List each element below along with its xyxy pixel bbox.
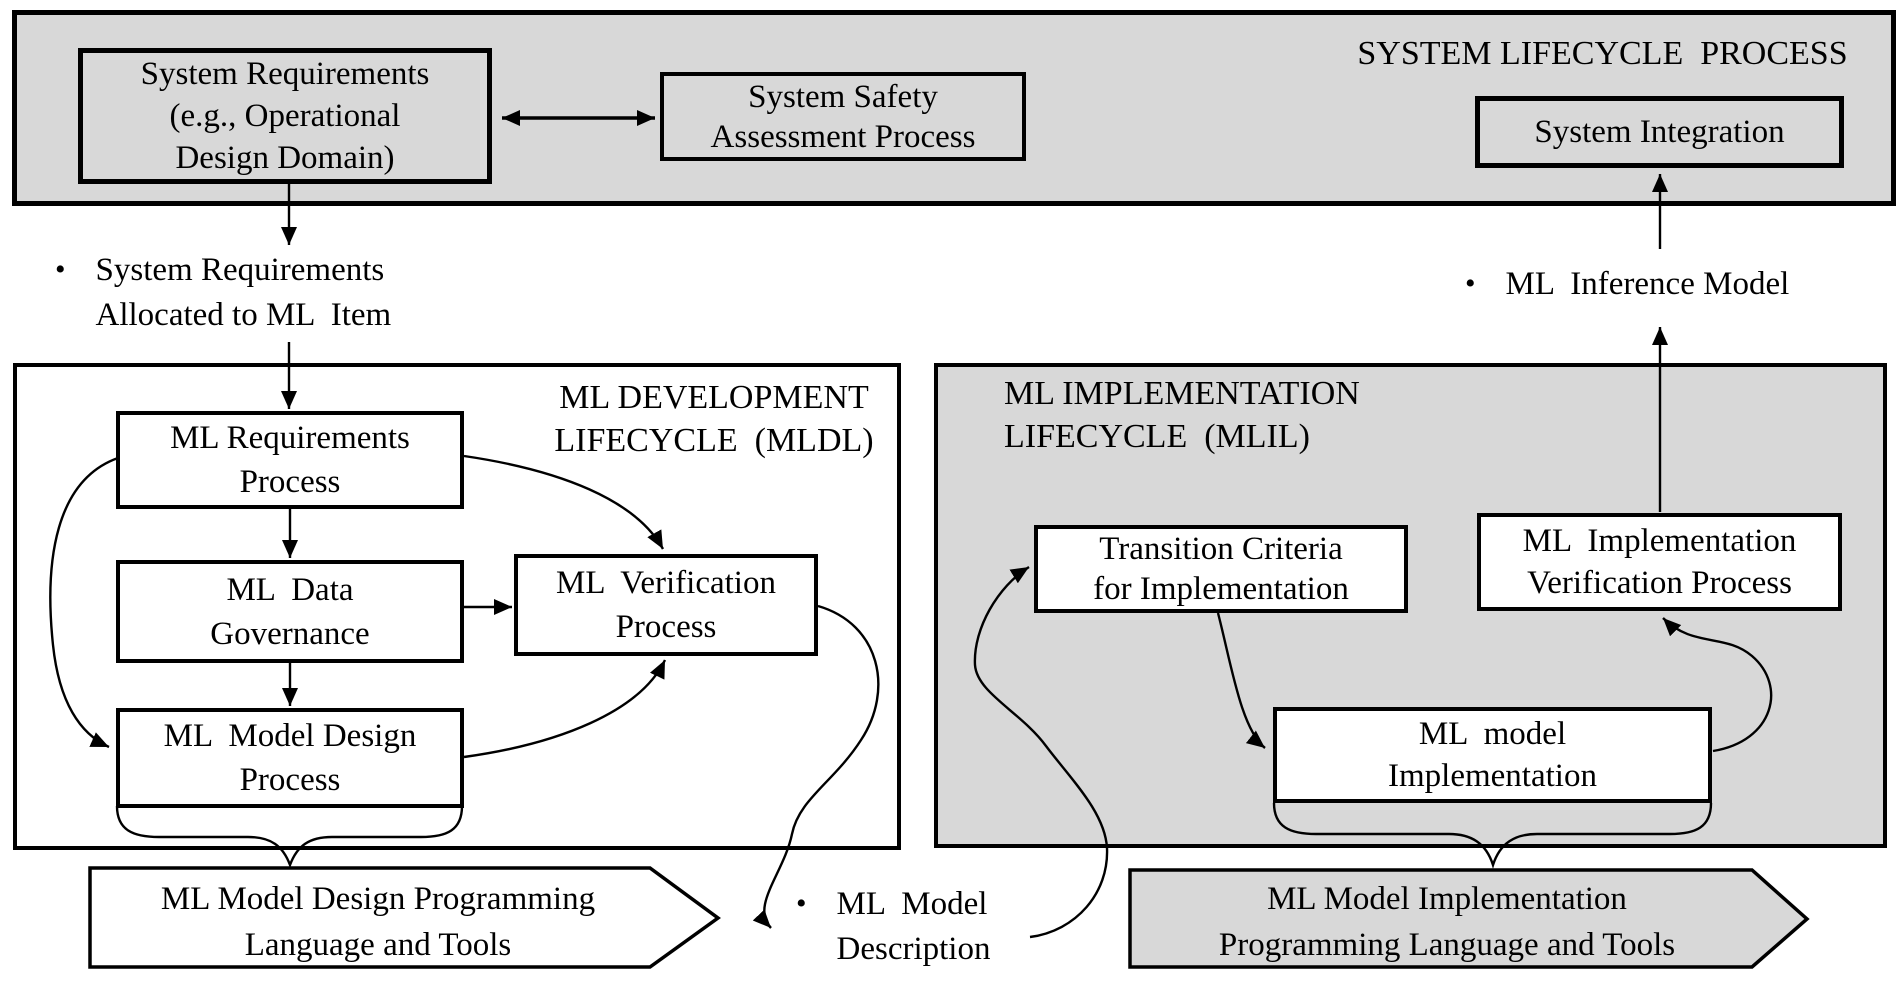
system-integration-box: System Integration (1475, 96, 1844, 168)
ml-verification-box: ML Verification Process (514, 554, 818, 656)
mlil-tools-label: ML Model Implementation Programming Lang… (1218, 881, 1676, 963)
ml-impl-verification-box: ML Implementation Verification Process (1477, 513, 1842, 611)
ml-verification-label: ML Verification Process (556, 565, 776, 645)
ml-model-implementation-label: ML model Implementation (1388, 716, 1597, 794)
inference-model-bullet: • ML Inference Model (1465, 262, 1895, 307)
bullet-icon: • (796, 887, 807, 920)
model-description-label: ML Model Description (836, 886, 991, 967)
system-requirements-box: System Requirements (e.g., Operational D… (78, 48, 492, 184)
bullet-icon: • (1465, 267, 1476, 300)
ml-model-design-box: ML Model Design Process (116, 708, 464, 808)
system-safety-label: System Safety Assessment Process (710, 78, 976, 155)
mlil-title: ML IMPLEMENTATION LIFECYCLE (MLIL) (1004, 375, 1360, 455)
system-requirements-label: System Requirements (e.g., Operational D… (140, 56, 430, 176)
mldl-title: ML DEVELOPMENT LIFECYCLE (MLDL) (554, 379, 874, 459)
ml-impl-verification-label: ML Implementation Verification Process (1522, 523, 1797, 601)
ml-data-governance-label: ML Data Governance (210, 571, 370, 652)
ml-requirements-label: ML Requirements Process (170, 420, 410, 500)
system-lifecycle-title: SYSTEM LIFECYCLE PROCESS (1357, 35, 1848, 72)
system-safety-box: System Safety Assessment Process (660, 72, 1026, 161)
allocated-bullet: • System Requirements Allocated to ML It… (55, 248, 475, 338)
ml-model-implementation-box: ML model Implementation (1273, 707, 1712, 803)
transition-criteria-box: Transition Criteria for Implementation (1034, 525, 1408, 613)
bullet-icon: • (55, 253, 66, 286)
inference-model-label: ML Inference Model (1505, 266, 1790, 302)
model-description-bullet: • ML Model Description (796, 882, 1096, 972)
ml-requirements-box: ML Requirements Process (116, 411, 464, 509)
ml-model-design-label: ML Model Design Process (163, 718, 417, 798)
mldl-tools-label: ML Model Design Programming Language and… (160, 881, 596, 963)
allocated-bullet-label: System Requirements Allocated to ML Item (95, 252, 392, 333)
system-integration-label: System Integration (1534, 114, 1785, 150)
ml-data-governance-box: ML Data Governance (116, 560, 464, 663)
transition-criteria-label: Transition Criteria for Implementation (1093, 531, 1349, 607)
